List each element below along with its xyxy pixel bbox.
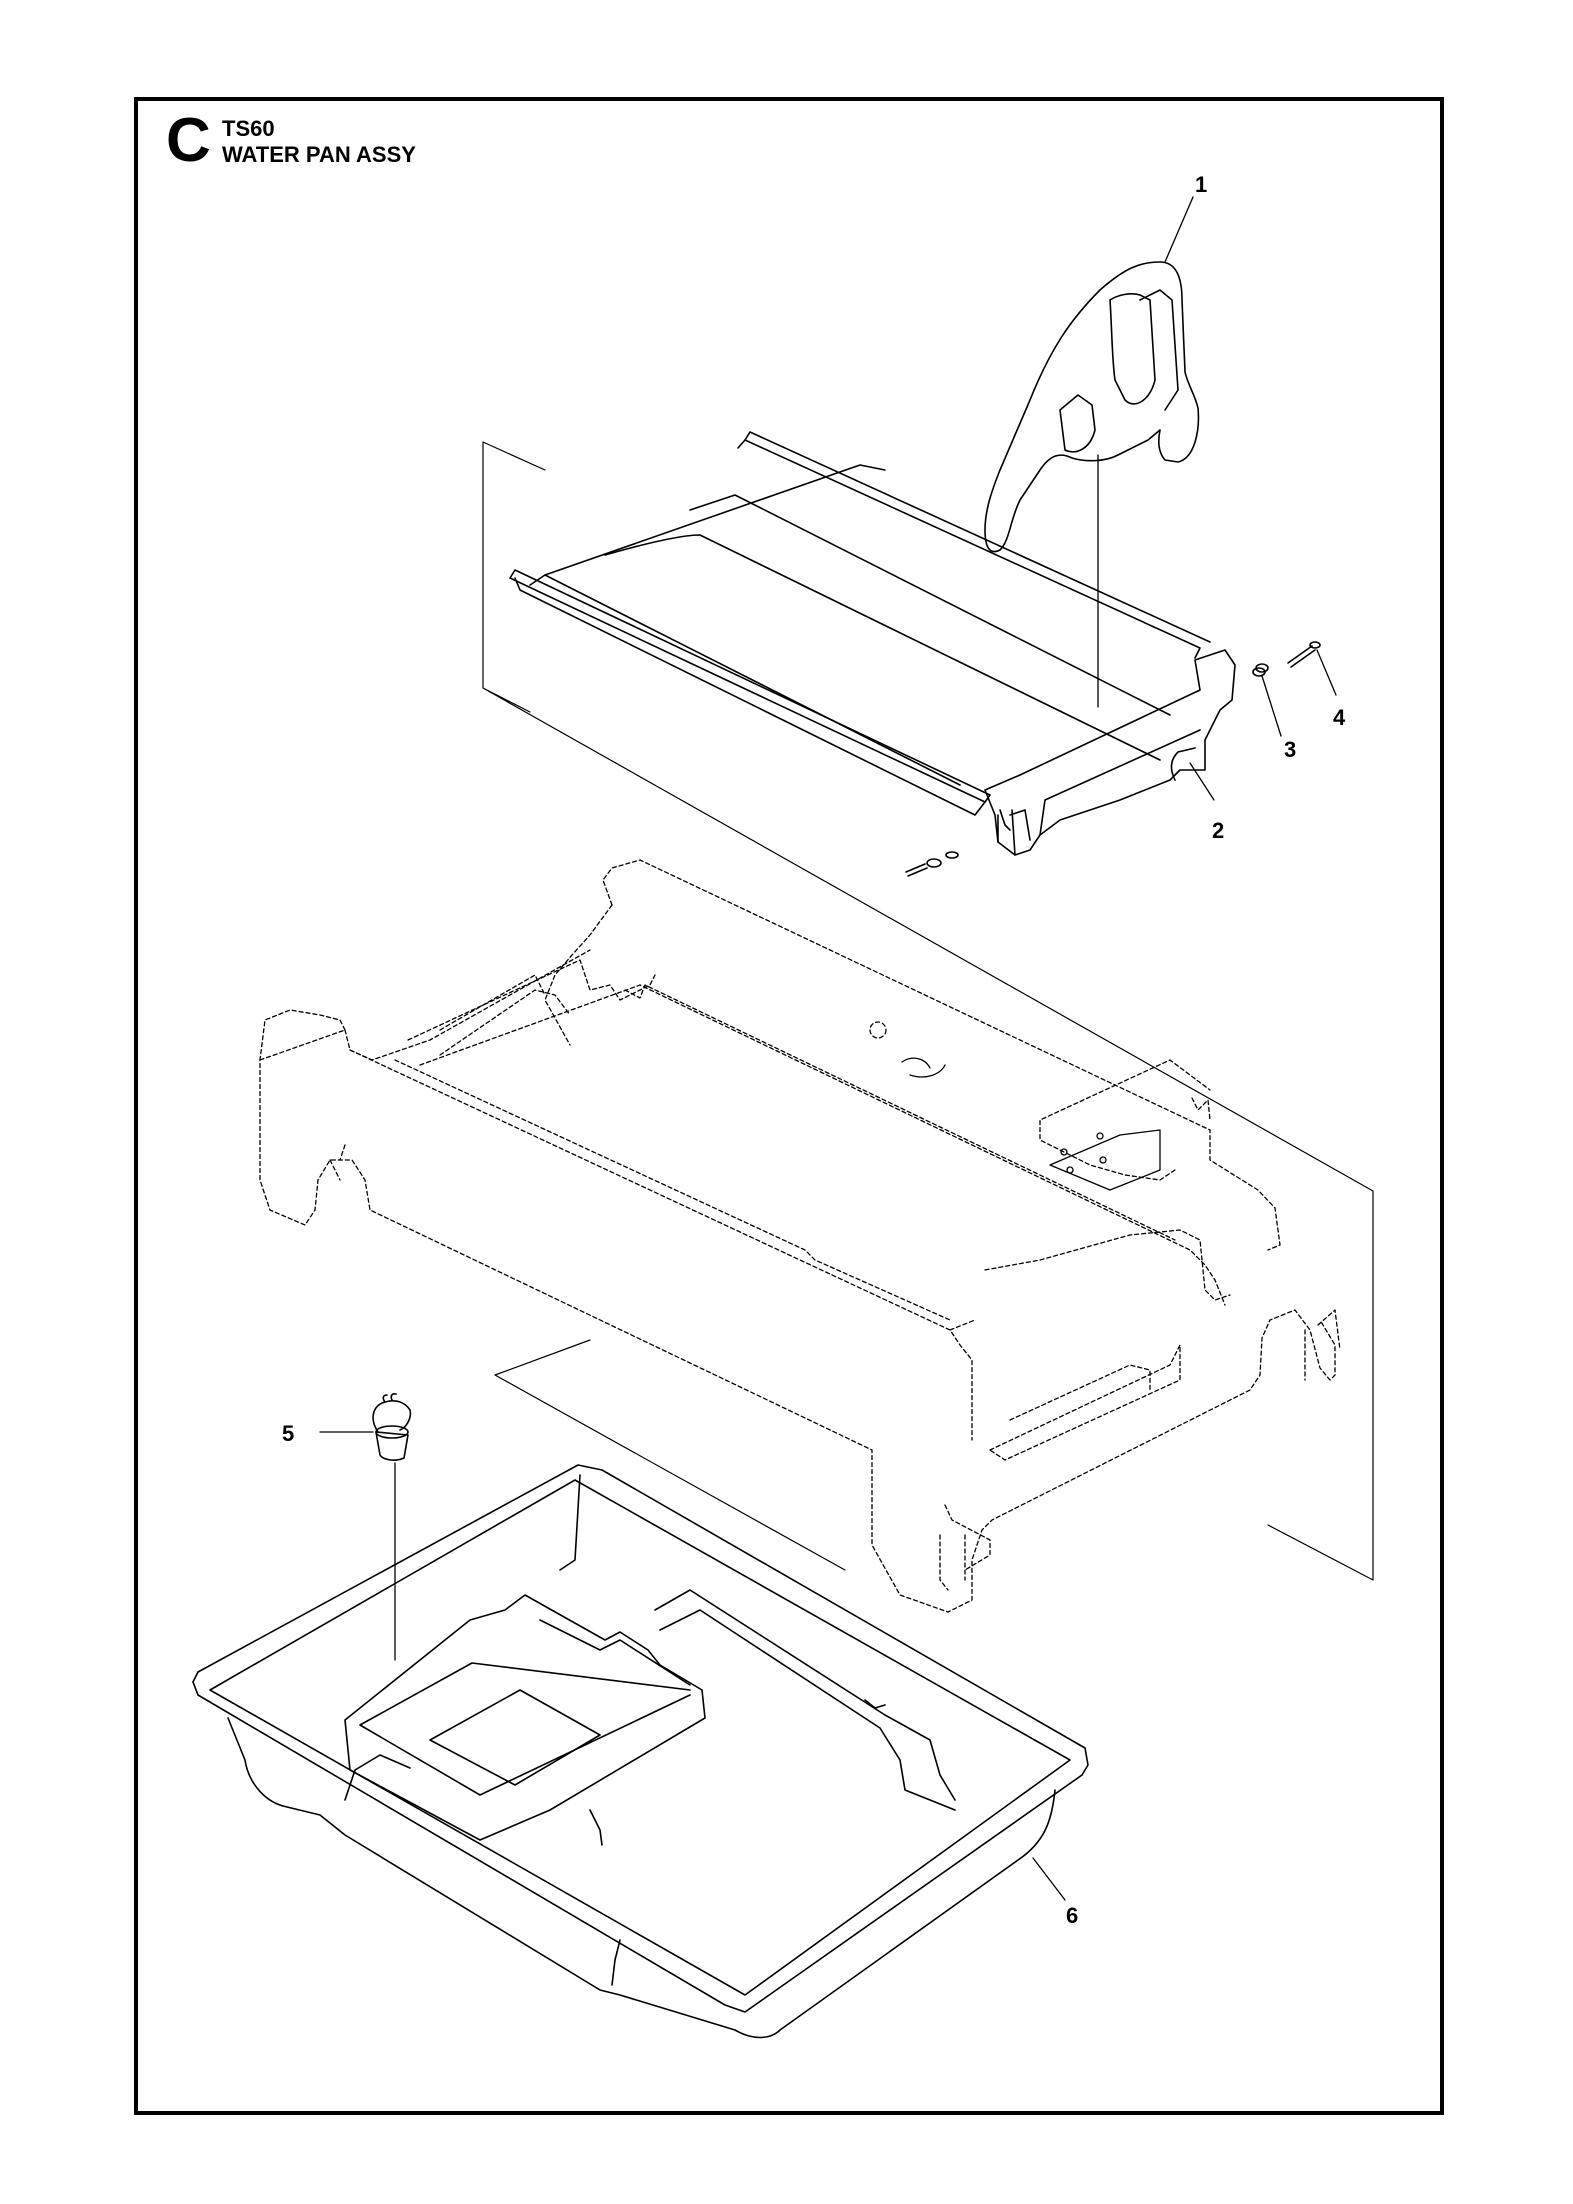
assembly-title: WATER PAN ASSY bbox=[222, 142, 416, 167]
saw-frame-reference bbox=[259, 859, 1341, 1613]
callout-1: 1 bbox=[1195, 172, 1207, 197]
section-letter: C bbox=[166, 106, 211, 175]
tray-reference-plane bbox=[482, 441, 1374, 1581]
callout-4: 4 bbox=[1333, 705, 1346, 730]
part-3-washer bbox=[1252, 663, 1269, 677]
part-1-splash-guard bbox=[984, 261, 1200, 553]
leader-line-6 bbox=[1032, 1857, 1066, 1901]
leader-lines bbox=[319, 196, 1337, 1901]
part-4-screw bbox=[1287, 641, 1321, 668]
callout-2: 2 bbox=[1212, 818, 1224, 843]
part-5-drain-plug bbox=[372, 1393, 412, 1461]
callout-6: 6 bbox=[1066, 1903, 1078, 1928]
model-label: TS60 bbox=[222, 116, 275, 141]
callout-3: 3 bbox=[1284, 737, 1296, 762]
callout-5: 5 bbox=[282, 1421, 294, 1446]
diagram-frame bbox=[134, 97, 1444, 2115]
leader-line-3 bbox=[1261, 675, 1282, 737]
title-block: TS60 WATER PAN ASSY bbox=[222, 116, 416, 168]
leader-line-4 bbox=[1316, 649, 1337, 696]
leader-line-2 bbox=[1189, 762, 1215, 801]
part-6-water-pan bbox=[192, 1464, 1089, 2039]
leader-line-1 bbox=[1164, 196, 1194, 263]
callout-numbers: 1 2 3 4 5 6 bbox=[282, 172, 1346, 1928]
part-2-water-tray bbox=[509, 431, 1236, 877]
